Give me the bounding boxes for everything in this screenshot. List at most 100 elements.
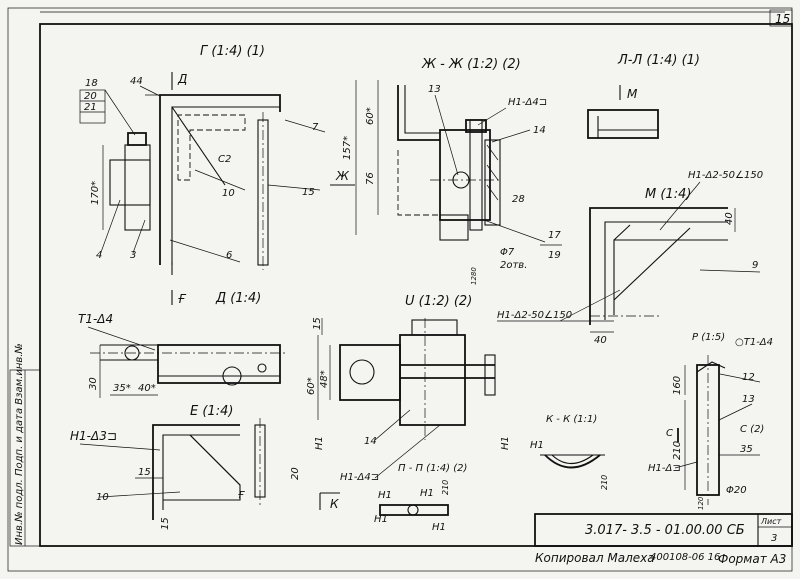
- view-e: Е (1:4) Н1-Δ3⊐ 10 15 15 20 К Ғ: [70, 404, 340, 530]
- view-d-slot2: [222, 366, 242, 386]
- holes-dia: Φ7: [500, 247, 515, 258]
- label-14: 14: [533, 125, 546, 136]
- view-zh-title: Ж - Ж (1:2) (2): [421, 57, 521, 72]
- view-p-bolt: [407, 504, 419, 516]
- view-d-hole: [257, 363, 267, 373]
- view-r: Р (1:5) ○Т1-Δ4 160 210 12 13 С С (2) 35 …: [648, 332, 773, 510]
- label-13b: 13: [742, 394, 755, 405]
- view-m-inner2: [613, 239, 728, 315]
- footer-format: Формат А3: [718, 552, 786, 566]
- inner-frame: [39, 23, 793, 547]
- section-c2-label: С (2): [740, 424, 764, 435]
- arrow-m-label: М: [627, 87, 638, 101]
- dim-h1: Н1: [314, 436, 325, 450]
- view-zh-hatch2: [486, 164, 499, 181]
- label-14b: 14: [364, 436, 377, 447]
- view-zh-hatch3: [486, 184, 499, 201]
- callout-box: [79, 89, 106, 124]
- view-u-top: [411, 319, 458, 336]
- label-13: 13: [428, 84, 441, 95]
- view-zh-body: [439, 129, 491, 221]
- view-zh-nut: [465, 119, 487, 133]
- dim-160: 160: [672, 376, 683, 395]
- dim-20b: Φ20: [726, 485, 747, 496]
- weld-t1: Т1-Δ4: [78, 312, 113, 326]
- label-9: 9: [752, 260, 758, 271]
- view-e-diag-box: [163, 434, 241, 501]
- dim-35b: 35: [740, 444, 753, 455]
- leader-weld-rr: [674, 461, 698, 469]
- leader-weld-zh: [477, 107, 507, 126]
- leader-weld-u: [374, 424, 441, 479]
- view-g-plate: [124, 144, 151, 231]
- weld-zh: Н1-Δ4⊐: [508, 97, 547, 108]
- view-u-body: [399, 334, 466, 426]
- section-c-label: С: [666, 428, 673, 439]
- top-sheet-box: [769, 9, 793, 27]
- leader-9: [699, 269, 761, 273]
- label-7: 7: [312, 122, 319, 133]
- dim-15: 15: [312, 317, 323, 330]
- view-m-weld-line: [613, 227, 691, 301]
- label-12: 12: [742, 372, 755, 383]
- label-10: 10: [222, 188, 235, 199]
- leader-13b: [718, 403, 753, 421]
- dim-40a: 40*: [138, 383, 156, 394]
- view-zh-sidebar: [484, 139, 501, 226]
- n1-c: Н1: [374, 514, 388, 525]
- dim-76: 76: [365, 172, 376, 185]
- view-g-block: [109, 159, 151, 206]
- designation: 3.017- 3.5 - 01.00.00 СБ: [585, 523, 745, 538]
- leader-13: [434, 94, 459, 176]
- dim-40-m: 40: [724, 212, 735, 225]
- n1-d: Н1: [432, 522, 446, 533]
- view-g-outline: [159, 94, 281, 265]
- view-g: Г (1:4) (1) 18 20 21 44 Д 7 С2 10 15 170…: [79, 44, 326, 275]
- dim-15b: 15: [138, 467, 151, 478]
- label-18: 18: [85, 78, 98, 89]
- view-u-plate: [339, 344, 401, 401]
- dim-30: 30: [88, 377, 99, 390]
- arrow-f-label: Ғ: [178, 292, 187, 306]
- view-l: Л-Л (1:4) (1) М: [587, 53, 700, 139]
- view-u-hole: [349, 359, 375, 385]
- weld-e: Н1-Δ3⊐: [70, 429, 117, 443]
- n1-e: Н1: [530, 440, 544, 451]
- label-19: 19: [548, 250, 561, 261]
- view-m-title: М (1:4): [645, 187, 691, 202]
- weld-m2: Н1-Δ2-50∠150: [497, 310, 572, 321]
- weld-r: ○Т1-Δ4: [735, 337, 773, 348]
- weld-m: Н1-Δ2-50∠150: [688, 170, 763, 181]
- dim-157: 157*: [342, 136, 353, 160]
- view-zh-hidden: [397, 150, 440, 216]
- leader-10: [194, 169, 246, 191]
- outer-frame: [7, 7, 793, 572]
- leader-14: [491, 129, 531, 143]
- n1-b: Н1: [420, 488, 434, 499]
- view-d-title: Д (1:4): [215, 291, 261, 306]
- view-zh-angle-in: [404, 85, 440, 134]
- view-d-bar: [157, 344, 281, 384]
- view-zh: Ж - Ж (1:2) (2) 157* 60* 76 Ж 13 Н1-Δ4⊐ …: [330, 57, 562, 285]
- view-p-title: П - П (1:4) (2): [398, 463, 467, 474]
- dim-210d: 210: [600, 475, 609, 490]
- label-28: 28: [512, 194, 525, 205]
- dim-20: 20: [290, 467, 301, 480]
- label-44: 44: [130, 76, 143, 87]
- weld-rr: Н1-Δ⊐: [648, 463, 681, 474]
- view-g-nut: [127, 132, 147, 146]
- view-u: U (1:2) (2) 15 60* 48* Н1 Н1 14 Н1-Δ4⊐: [306, 294, 511, 483]
- view-k-arc: [544, 454, 601, 469]
- label-15: 15: [302, 187, 315, 198]
- view-g-hidden: [177, 114, 246, 181]
- leader-4: [99, 199, 121, 256]
- view-d: Ғ Д (1:4) Т1-Δ4 30 35* 40*: [78, 290, 285, 398]
- dim-h1b: Н1: [500, 436, 511, 450]
- view-g-title: Г (1:4) (1): [200, 44, 265, 59]
- leader-17: [483, 219, 546, 243]
- label-20: 20: [84, 91, 97, 102]
- view-k: К - К (1:1) Н1 210: [530, 414, 609, 490]
- view-k-arc-inner: [551, 454, 594, 465]
- label-10b: 10: [96, 492, 109, 503]
